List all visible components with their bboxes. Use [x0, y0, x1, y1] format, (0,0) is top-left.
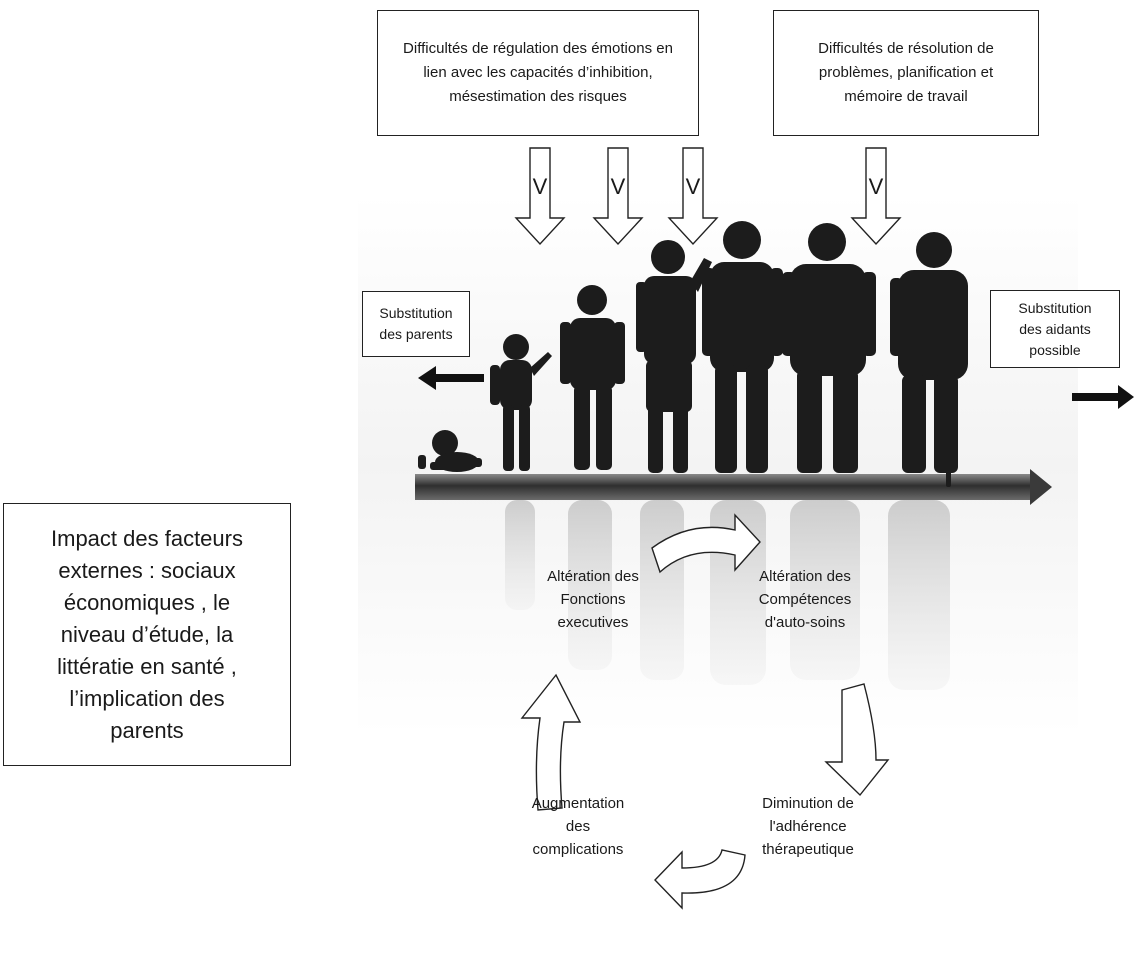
box-problem-solving-text: Difficultés de résolution de problèmes, …	[818, 40, 994, 105]
down-arrow-mark-1: V	[532, 174, 548, 199]
silhouette-middle-aged	[782, 223, 876, 473]
substitution-parents-text: Substitution des parents	[379, 305, 453, 342]
left-black-arrow	[418, 366, 484, 390]
age-silhouettes	[418, 221, 968, 487]
silhouette-baby	[418, 430, 482, 472]
box-problem-solving: Difficultés de résolution de problèmes, …	[773, 10, 1039, 136]
cycle-arrow-right	[824, 683, 890, 797]
box-emotion-regulation: Difficultés de régulation des émotions e…	[377, 10, 699, 136]
box-external-factors: Impact des facteurs externes : sociaux é…	[3, 503, 291, 766]
box-emotion-regulation-text: Difficultés de régulation des émotions e…	[403, 40, 673, 105]
down-arrow-4	[850, 147, 902, 246]
cycle-arrows	[520, 513, 890, 910]
label-selfcare-skills: Altération des Compétences d'auto-soins	[758, 568, 852, 631]
down-arrow-mark-3: V	[685, 174, 701, 199]
down-arrow-1	[514, 147, 566, 246]
right-black-arrow	[1072, 385, 1134, 409]
down-arrows	[514, 147, 902, 246]
cycle-arrow-left	[520, 673, 582, 811]
silhouette-elderly	[890, 232, 968, 487]
down-arrow-2	[592, 147, 644, 246]
label-executive-functions: Altération des Fonctions executives	[547, 568, 639, 631]
down-arrow-mark-4: V	[868, 174, 884, 199]
label-complications: Augmentation des complications	[531, 795, 625, 858]
cycle-arrow-bottom	[654, 849, 746, 910]
silhouette-child	[560, 285, 625, 470]
silhouette-toddler	[490, 334, 552, 471]
label-therapeutic-adherence: Diminution de l'adhérence thérapeutique	[762, 795, 854, 858]
external-factors-text: Impact des facteurs externes : sociaux é…	[51, 525, 243, 743]
silhouette-adult	[702, 221, 783, 473]
down-arrow-mark-2: V	[610, 174, 626, 199]
box-substitution-caregivers: Substitution des aidants possible	[990, 290, 1120, 368]
box-substitution-parents: Substitution des parents	[362, 291, 470, 357]
silhouette-teen	[636, 240, 712, 473]
cycle-arrow-top	[651, 513, 761, 574]
substitution-caregivers-text: Substitution des aidants possible	[1018, 299, 1092, 358]
down-arrow-3	[667, 147, 719, 246]
timeline-arrow	[415, 469, 1052, 505]
